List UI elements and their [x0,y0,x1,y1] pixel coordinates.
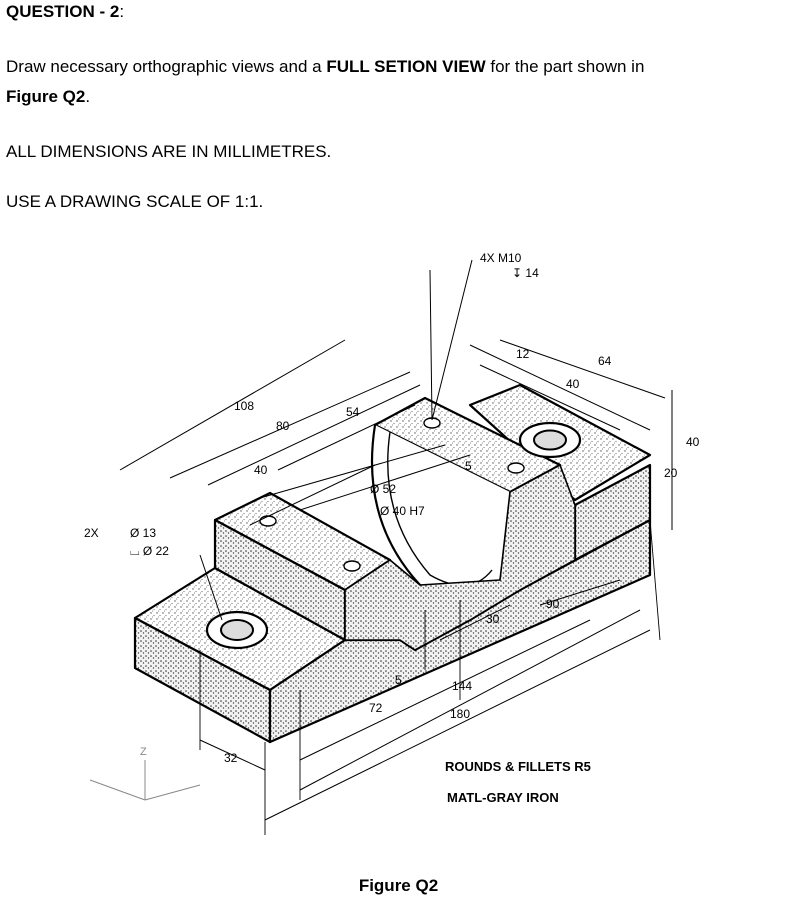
tapped-hole-4 [343,560,361,572]
saddle-front [344,464,576,651]
dim-20: 20 [664,466,678,480]
hole-diameter-callout: Ø 13 [130,526,156,540]
material-note: MATL-GRAY IRON [447,790,559,805]
question-title-colon: : [119,2,125,21]
instructions-text-1: Draw necessary orthographic views and a [6,57,327,76]
dim-64: 64 [598,354,612,368]
dim-90: 90 [546,597,560,611]
dim-40-left: 40 [254,463,268,477]
question-title: QUESTION - 2: [6,2,124,22]
callout-notes: 4X M10 ↧ 14 2X Ø 13 ⌴ Ø 22 ROUNDS & FILL… [84,251,591,805]
dim-40-right: 40 [566,377,580,391]
rounds-note: ROUNDS & FILLETS R5 [445,759,591,774]
dim-54: 54 [346,405,360,419]
axis-triad: Z [89,746,201,801]
dim-dia-40-h7: Ø 40 H7 [380,504,425,518]
extension-lines [199,519,661,835]
figure-reference: Figure Q2 [6,87,86,106]
counterbore-holes [205,421,582,650]
dim-30: 30 [486,612,500,626]
thread-depth-callout: ↧ 14 [512,266,539,280]
tapped-hole-2 [507,462,525,474]
instructions-text-2: for the part shown in [485,57,645,76]
dim-32: 32 [224,751,238,765]
instructions-period: . [85,87,91,106]
thread-callout: 4X M10 [480,251,522,265]
dim-5-top: 5 [465,459,472,473]
dim-180: 180 [450,707,470,721]
figure-caption: Figure Q2 [358,876,439,895]
dim-72: 72 [369,701,383,715]
axis-z-label: Z [140,746,147,758]
dim-40-height: 40 [686,435,700,449]
counterbore-callout: ⌴ Ø 22 [130,544,169,558]
question-instructions: Draw necessary orthographic views and a … [6,52,792,112]
dim-12: 12 [516,347,530,361]
dim-5-bottom: 5 [395,673,402,687]
scale-note: USE A DRAWING SCALE OF 1:1. [6,192,264,211]
units-note: ALL DIMENSIONS ARE IN MILLIMETRES. [6,142,332,161]
dim-dia-52: Ø 52 [370,482,396,496]
tapped-hole-3 [259,515,277,527]
question-title-text: QUESTION - 2 [6,2,120,21]
dim-108: 108 [234,399,254,413]
isometric-part-drawing: Z 108 80 54 40 12 64 40 40 20 5 Ø 52 Ø 4… [84,251,700,835]
dimension-labels: 108 80 54 40 12 64 40 40 20 5 Ø 52 Ø 40 … [224,347,700,765]
instructions-emphasis: FULL SETION VIEW [326,57,486,76]
dim-144: 144 [452,679,472,693]
holes-count-callout: 2X [84,526,99,540]
dimension-lines [119,259,673,821]
dim-80: 80 [276,419,290,433]
